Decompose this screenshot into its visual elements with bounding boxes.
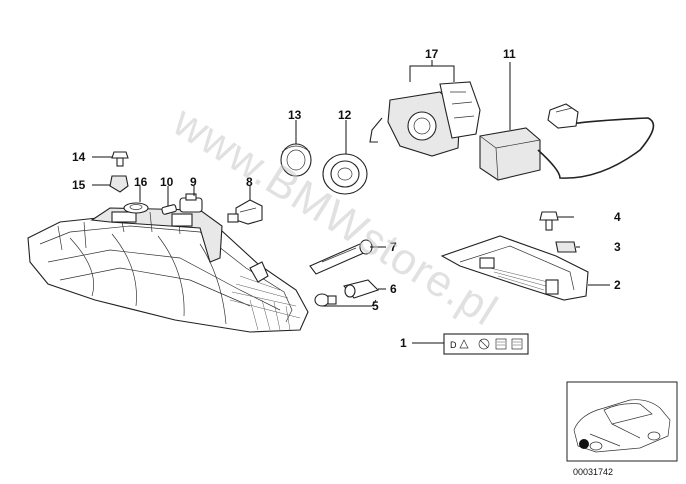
label-5: 5 (372, 299, 379, 313)
label-8: 8 (246, 175, 253, 189)
part-14-screw (111, 151, 129, 167)
label-4: 4 (614, 210, 621, 224)
warning-label-icon (459, 339, 469, 349)
label-17: 17 (425, 47, 439, 61)
part-8-angled-socket (227, 199, 263, 225)
leader-lines (92, 60, 610, 344)
part-15-clip-nut (109, 175, 129, 193)
part-17-bracket (369, 81, 481, 157)
headlight-housing (27, 207, 309, 333)
part-5-small-bulb (314, 293, 337, 307)
part-number-labels: 14 15 16 10 9 8 13 12 17 11 4 3 2 7 6 5 … (72, 47, 621, 350)
part-2-cover-shield (440, 235, 589, 301)
part-6-bulb (343, 279, 380, 299)
part-9-bulb-socket (179, 193, 203, 213)
label-9: 9 (190, 175, 197, 189)
car-location-thumbnail-icon (566, 381, 678, 462)
label-10: 10 (160, 175, 174, 189)
reference-number: 00031742 (573, 467, 613, 477)
label-1: 1 (400, 336, 407, 350)
label-16: 16 (134, 175, 148, 189)
label-13: 13 (288, 108, 302, 122)
label-11: 11 (503, 47, 516, 61)
label-2: 2 (614, 278, 621, 292)
part-12-cover-cap (322, 153, 368, 195)
part-16-ring (123, 202, 149, 214)
label-15: 15 (72, 178, 86, 192)
warning-label-text: D (450, 340, 457, 350)
part-11-control-unit (479, 103, 655, 181)
label-7: 7 (390, 240, 397, 254)
label-3: 3 (614, 240, 621, 254)
label-14: 14 (72, 150, 86, 164)
part-4-screw (539, 211, 559, 231)
part-1-warning-label: D (443, 333, 529, 355)
label-12: 12 (338, 108, 352, 122)
label-6: 6 (390, 282, 397, 296)
part-10-bulb (161, 204, 177, 215)
part-3-clip (555, 241, 577, 253)
